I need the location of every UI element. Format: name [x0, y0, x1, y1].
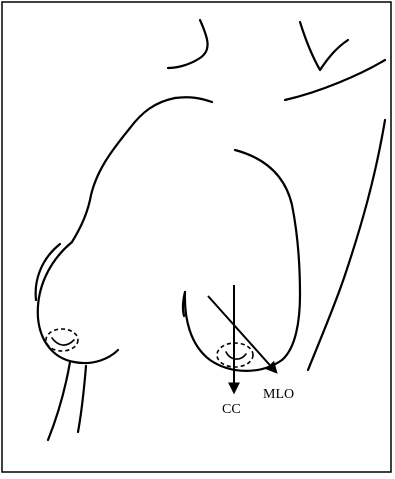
neck-contour — [168, 20, 208, 68]
torso-right-contour — [235, 150, 300, 295]
right-nipple — [226, 352, 246, 359]
left-breast-contour — [38, 242, 118, 363]
arm-line-lower — [308, 120, 385, 370]
cc-label: CC — [222, 402, 241, 417]
left-arm-line-1 — [48, 362, 70, 440]
right-breast-contour — [185, 292, 300, 371]
left-arm-line-2 — [78, 366, 86, 432]
arm-line-upper — [285, 60, 385, 100]
shoulder-contour — [300, 22, 348, 70]
mlo-arrow — [208, 296, 276, 372]
left-shoulder-contour — [130, 98, 175, 128]
torso-left-contour — [72, 128, 130, 242]
left-nipple — [52, 338, 74, 345]
armpit-contour — [175, 97, 212, 102]
mlo-label: MLO — [263, 387, 294, 402]
